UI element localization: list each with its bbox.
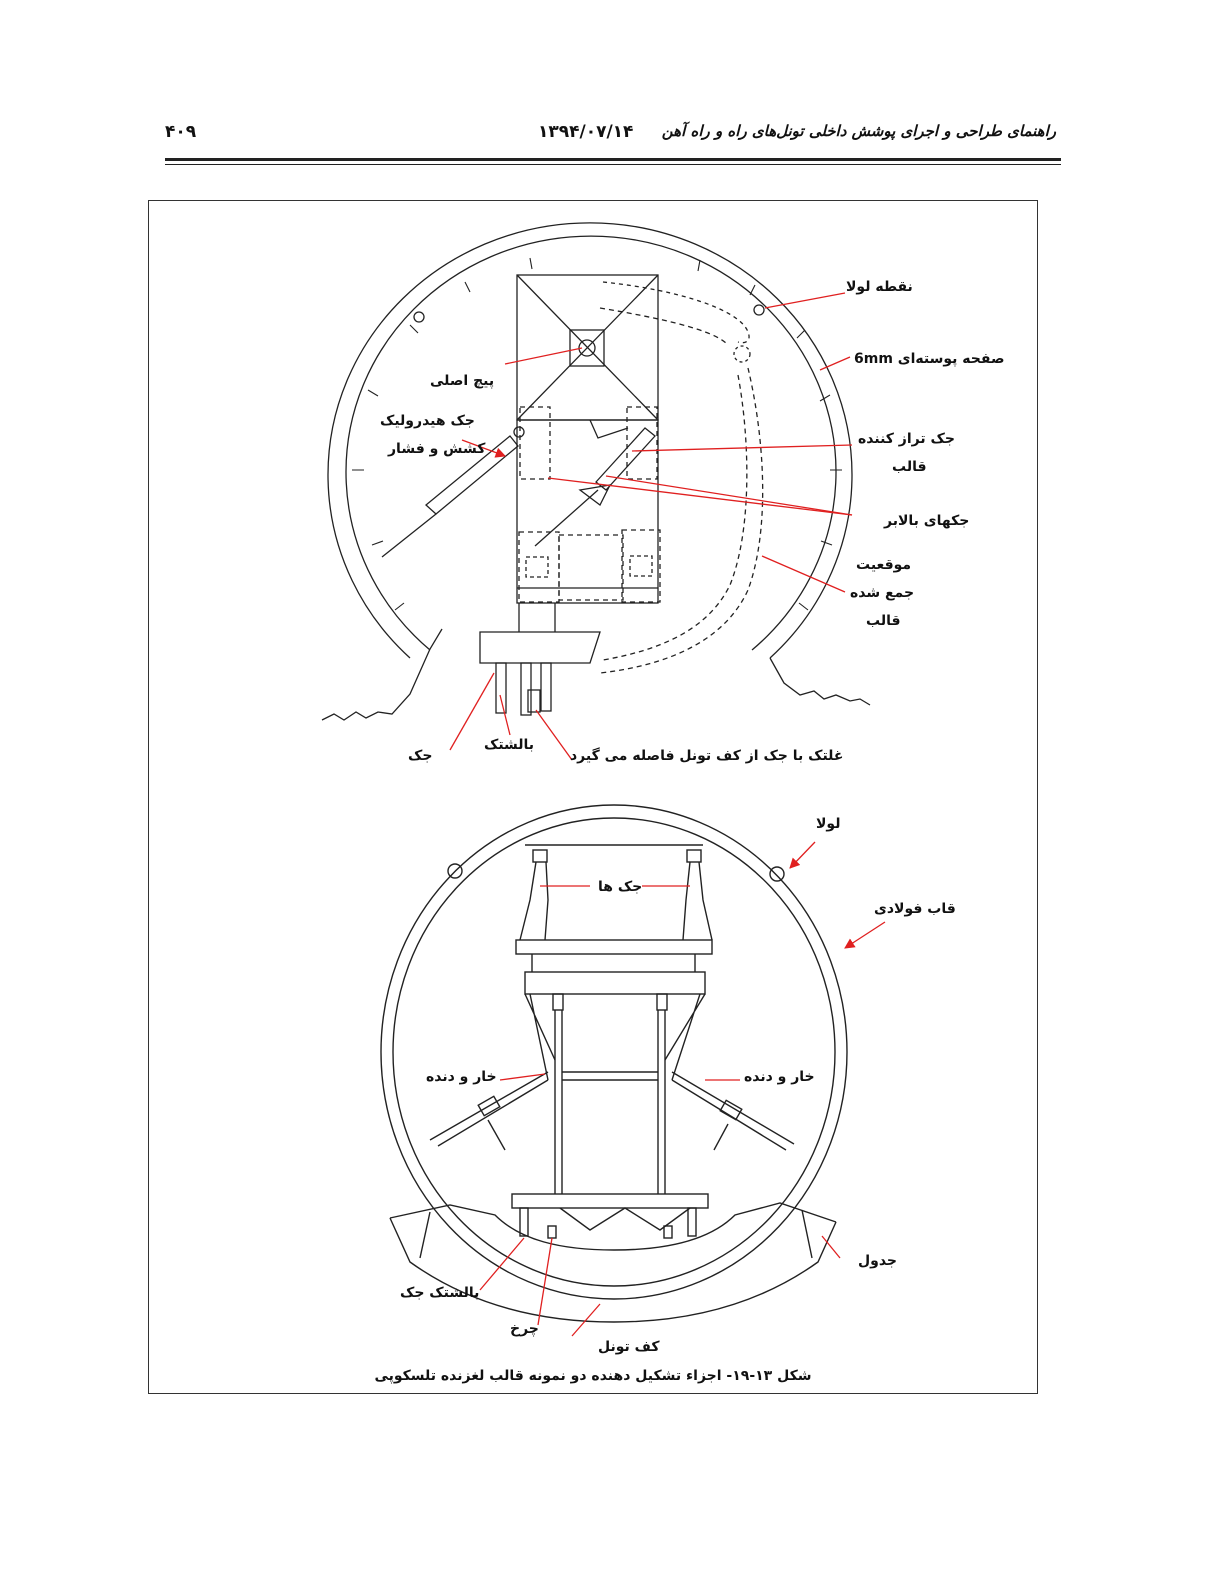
leader-leveling-jack xyxy=(631,444,853,452)
figure2-leaders xyxy=(479,841,886,1337)
leader-hydraulic-jack xyxy=(461,439,506,458)
segment-ticks xyxy=(352,257,842,611)
label-collapsed-line2: جمع شده xyxy=(850,585,915,601)
header-rule-thin xyxy=(165,164,1061,165)
label-ratchet-right: خار و دنده xyxy=(744,1069,815,1085)
figure2-drawing xyxy=(380,804,848,1323)
page-number: ۴۰۹ xyxy=(165,122,197,142)
lifting-jack-right xyxy=(595,427,656,491)
running-header-date: ۱۳۹۴/۰۷/۱۴ xyxy=(538,122,634,142)
hinge-circle-right xyxy=(753,304,765,316)
hinge-circle-2-right xyxy=(769,866,785,882)
header-rule-thick xyxy=(165,158,1061,161)
leader-lifting-jacks-a xyxy=(547,477,853,516)
second-beam xyxy=(524,971,706,995)
ground-line-right xyxy=(769,657,871,706)
running-header-title: راهنمای طراحی و اجرای پوشش داخلی تونل‌ها… xyxy=(661,122,1056,140)
curb xyxy=(389,1202,837,1251)
leader-jack xyxy=(449,672,495,751)
leader-collapsed xyxy=(761,555,846,593)
label-shell-plate: صفحه پوسته‌ای 6mm xyxy=(854,351,1005,367)
label-hydraulic-jack-line1: جک هیدرولیک xyxy=(380,413,475,429)
bottom-beam xyxy=(511,1193,709,1209)
figure1-leaders xyxy=(449,292,853,761)
label-tunnel-floor: کف تونل xyxy=(598,1339,660,1355)
label-jacks: جک ها xyxy=(598,879,643,895)
label-lifting-jacks: جکهای بالابر xyxy=(884,513,970,529)
leader-shell-plate xyxy=(819,356,851,371)
label-hydraulic-jack-line2: کشش و فشار xyxy=(388,441,486,457)
steel-frame-inner xyxy=(392,817,836,1287)
label-curb: جدول xyxy=(858,1253,898,1269)
label-roller: غلتک با جک از کف تونل فاصله می گیرد xyxy=(570,748,844,764)
label-steel-form: قاب فولادی xyxy=(874,901,956,917)
collapsed-form-outline xyxy=(602,281,750,344)
tunnel-lining-inner xyxy=(345,235,837,651)
tunnel-lining-outer xyxy=(327,222,853,659)
label-jack: جک xyxy=(408,748,433,764)
carriage-base xyxy=(479,631,601,664)
leader-steel-form xyxy=(844,921,886,949)
figure1-drawing xyxy=(321,222,871,721)
label-hinge: لولا xyxy=(816,816,841,832)
figure-caption: شکل ۱۳-۱۹- اجزاء تشکیل دهنده دو نمونه قا… xyxy=(374,1368,812,1384)
label-wheel: چرخ xyxy=(510,1321,539,1337)
label-hinge-point: نقطه لولا xyxy=(846,279,913,295)
leader-main-screw xyxy=(504,347,583,365)
figure-frame xyxy=(148,200,1038,1394)
leader-curb xyxy=(821,1235,841,1259)
label-collapsed-line1: موقعیت xyxy=(856,557,912,573)
leader-wheel xyxy=(537,1237,553,1326)
jack-column-right xyxy=(682,861,713,941)
ratchet-strut-left xyxy=(429,1071,549,1147)
label-pad-jack: بالشتک جک xyxy=(400,1285,480,1301)
label-ratchet-left: خار و دنده xyxy=(426,1069,497,1085)
label-pad: بالشتک xyxy=(484,737,535,753)
upper-beam xyxy=(515,939,713,955)
leader-roller xyxy=(535,709,573,761)
label-leveling-jack-line2: قالب xyxy=(892,459,927,475)
leader-floor xyxy=(571,1303,601,1337)
hinge-circle-2-left xyxy=(447,863,463,879)
jack-column-left xyxy=(519,861,549,941)
leader-hinge xyxy=(789,841,816,869)
hydraulic-jack-left xyxy=(425,435,519,515)
leader-hinge-point xyxy=(764,292,846,309)
hinge-circle-left xyxy=(413,311,425,323)
main-screw-box xyxy=(569,329,605,367)
leader-lifting-jacks-b xyxy=(605,475,853,516)
label-collapsed-line3: قالب xyxy=(866,613,901,629)
label-main-screw: پیچ اصلی xyxy=(430,373,495,389)
tunnel-floor xyxy=(389,1217,837,1323)
ground-line-left xyxy=(321,628,443,721)
main-frame-bottom xyxy=(516,419,659,604)
leader-ratchet-left xyxy=(499,1073,546,1081)
leader-pad-jack xyxy=(479,1237,525,1291)
label-leveling-jack-line1: جک تراز کننده xyxy=(858,431,955,447)
leader-pad xyxy=(499,694,511,736)
steel-frame-outer xyxy=(380,804,848,1300)
